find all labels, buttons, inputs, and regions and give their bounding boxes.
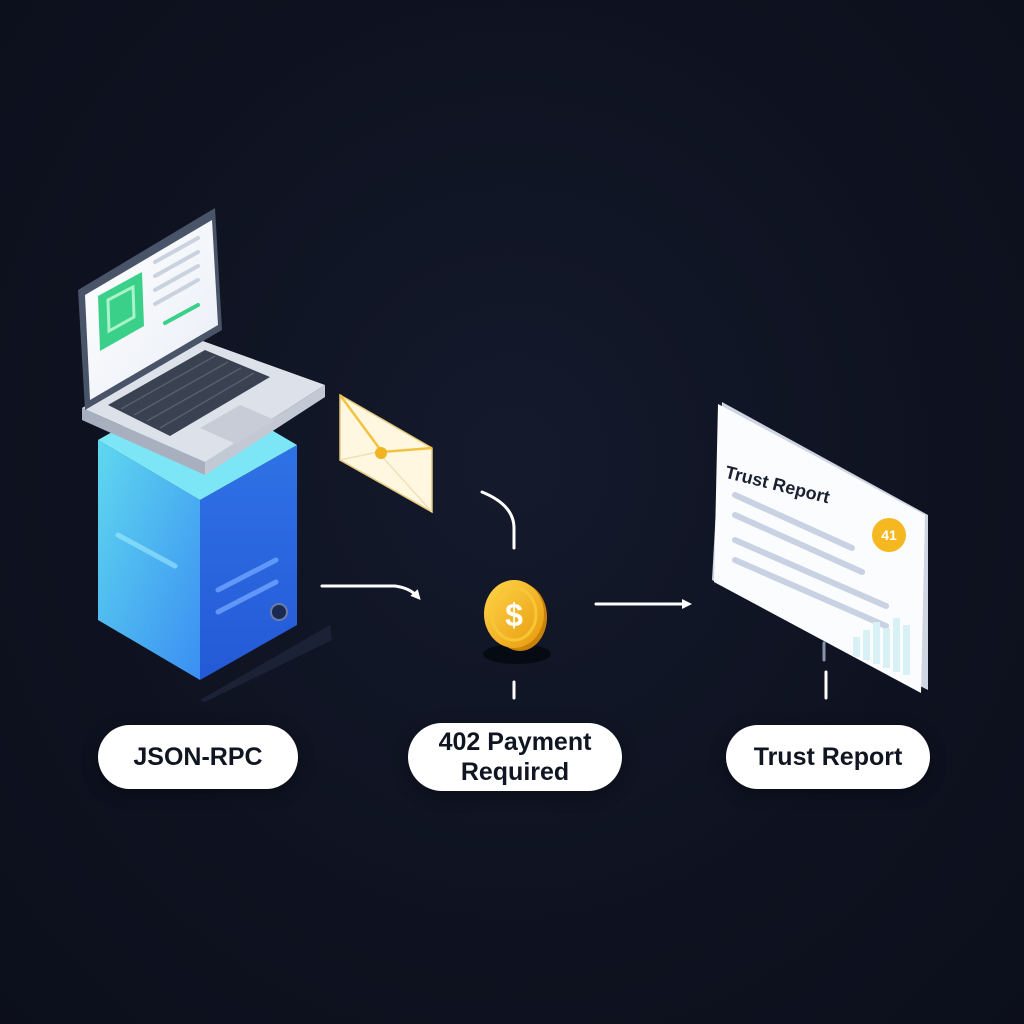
score-badge: 41 bbox=[872, 518, 906, 552]
report-card-icon bbox=[712, 402, 928, 693]
label-trust-report: Trust Report bbox=[726, 725, 930, 789]
connector-arrows bbox=[320, 490, 828, 700]
label-json-rpc: JSON-RPC bbox=[98, 725, 298, 789]
label-payment-line1: 402 Payment bbox=[438, 728, 592, 756]
envelope-icon bbox=[338, 393, 433, 514]
svg-text:$: $ bbox=[505, 597, 523, 633]
dollar-coin-icon: $ bbox=[483, 580, 551, 664]
label-payment-line2: Required bbox=[460, 758, 570, 786]
laptop-on-server-icon bbox=[78, 208, 332, 702]
label-trust-report-text: Trust Report bbox=[753, 743, 903, 771]
label-payment-required: 402 Payment Required bbox=[408, 723, 622, 791]
label-json-rpc-text: JSON-RPC bbox=[133, 743, 263, 771]
